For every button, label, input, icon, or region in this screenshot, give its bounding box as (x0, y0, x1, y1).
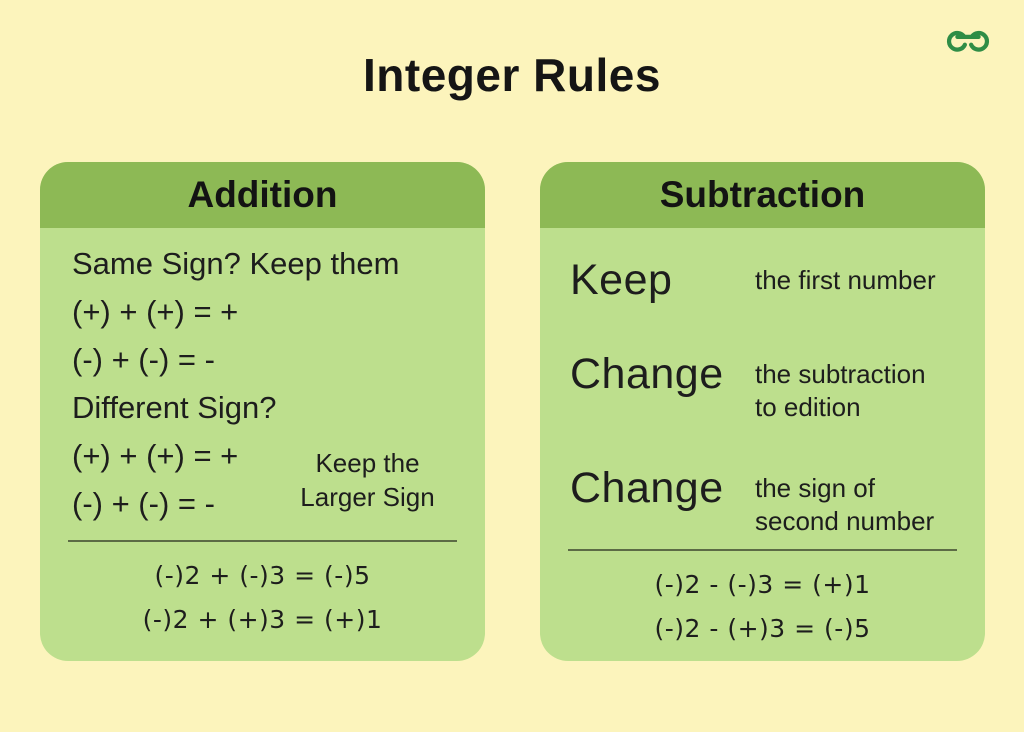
page-title: Integer Rules (363, 49, 661, 101)
addition-rule-line: Different Sign? (72, 390, 277, 425)
subtraction-example: (-)2 - (+)3 = (-)5 (654, 614, 871, 643)
addition-card: Addition Same Sign? Keep them (+) + (+) … (40, 162, 485, 661)
subtraction-card-header: Subtraction (540, 162, 985, 228)
addition-card-header: Addition (40, 162, 485, 228)
subtraction-rule-description: the subtraction to edition (755, 359, 926, 422)
subtraction-rule-description: the sign of second number (755, 473, 935, 536)
addition-divider (68, 540, 457, 542)
addition-rule-line: (-) + (-) = - (72, 486, 215, 521)
addition-rule-line: Same Sign? Keep them (72, 246, 400, 281)
addition-rule-line: (+) + (+) = + (72, 438, 239, 473)
addition-pair-equations: (+) + (+) = + (-) + (-) = - (40, 432, 270, 528)
subtraction-rule-keyword: Keep (570, 256, 673, 304)
subtraction-rule-row: Change the sign of second number (570, 466, 985, 538)
addition-different-sign-row: (+) + (+) = + (-) + (-) = - Keep the Lar… (40, 432, 485, 528)
subtraction-rule-keyword: Change (570, 464, 724, 512)
subtraction-divider (568, 549, 957, 551)
geeksforgeeks-logo-icon (946, 30, 990, 52)
addition-examples: (-)2 + (-)3 = (-)5 (-)2 + (+)3 = (+)1 (40, 554, 485, 642)
addition-example: (-)2 + (-)3 = (-)5 (154, 561, 371, 590)
subtraction-card-title: Subtraction (659, 174, 866, 215)
subtraction-card: Subtraction Keep the first number Change… (540, 162, 985, 661)
subtraction-examples: (-)2 - (-)3 = (+)1 (-)2 - (+)3 = (-)5 (540, 563, 985, 651)
subtraction-card-body: Keep the first number Change the subtrac… (540, 228, 985, 538)
addition-rule-line: (-) + (-) = - (72, 342, 215, 377)
addition-keep-larger-sign-note: Keep the Larger Sign (300, 448, 435, 512)
subtraction-example: (-)2 - (-)3 = (+)1 (654, 570, 871, 599)
addition-example: (-)2 + (+)3 = (+)1 (142, 605, 383, 634)
subtraction-rule-description: the first number (755, 265, 936, 295)
subtraction-rule-row: Keep the first number (570, 258, 985, 302)
addition-rule-line: (+) + (+) = + (72, 294, 239, 329)
subtraction-rule-keyword: Change (570, 350, 724, 398)
subtraction-rule-row: Change the subtraction to edition (570, 352, 985, 424)
addition-card-body: Same Sign? Keep them (+) + (+) = + (-) +… (40, 228, 485, 642)
addition-card-title: Addition (187, 174, 338, 215)
